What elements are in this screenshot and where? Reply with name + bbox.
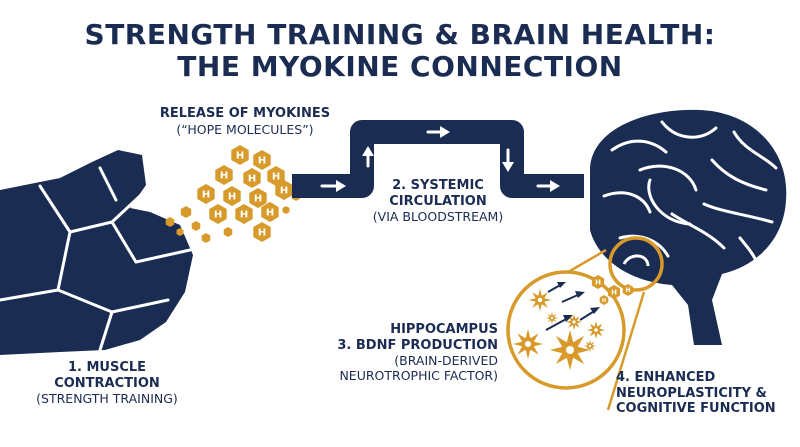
myokine-molecule-icon: H	[622, 284, 634, 296]
svg-text:H: H	[258, 228, 266, 239]
myokine-molecule-icon: H	[235, 204, 253, 224]
neuron-icon	[546, 312, 558, 324]
svg-text:H: H	[236, 151, 244, 162]
outcome-label: 4. ENHANCED NEUROPLASTICITY & COGNITIVE …	[616, 370, 776, 417]
myokine-molecule-icon: H	[253, 222, 271, 242]
flexed-arm-icon	[0, 150, 193, 355]
svg-text:H: H	[248, 174, 256, 185]
arrow-right-icon	[426, 126, 450, 138]
svg-text:H: H	[214, 210, 222, 221]
page-title-line1: STRENGTH TRAINING & BRAIN HEALTH:	[84, 18, 716, 51]
bdnf-label: HIPPOCAMPUS 3. BDNF PRODUCTION (BRAIN-DE…	[337, 322, 498, 384]
svg-text:H: H	[272, 172, 280, 183]
svg-text:H: H	[280, 186, 288, 197]
myokine-molecule-icon: H	[275, 180, 293, 200]
myokine-molecule-icon: H	[253, 150, 271, 170]
arrow-up-icon	[362, 146, 374, 168]
myokine-molecule-icon	[165, 217, 175, 227]
svg-text:H: H	[240, 210, 248, 221]
svg-text:H: H	[202, 190, 210, 201]
arrow-down-icon	[502, 148, 514, 172]
myokine-molecule-icon: H	[591, 275, 605, 289]
neuron-icon	[587, 321, 605, 339]
myokine-molecule-icon	[282, 206, 290, 214]
svg-text:H: H	[625, 287, 630, 294]
brain-icon	[590, 109, 787, 345]
svg-text:H: H	[254, 194, 262, 205]
myokine-molecule-icon: H	[243, 168, 261, 188]
svg-text:H: H	[602, 298, 606, 304]
page-title-line2: THE MYOKINE CONNECTION	[177, 50, 623, 83]
arrow-right-icon	[536, 180, 560, 192]
circulation-label: 2. SYSTEMIC CIRCULATION (VIA BLOODSTREAM…	[372, 178, 504, 225]
svg-text:H: H	[266, 208, 274, 219]
neuron-icon	[529, 289, 551, 311]
myokine-molecule-icon: H	[261, 202, 279, 222]
myokine-molecule-icon: H	[215, 165, 233, 185]
neuron-icon	[513, 329, 543, 359]
neuron-icon	[550, 330, 590, 370]
myokine-molecule-icon	[191, 221, 201, 231]
myokine-molecule-icon: H	[607, 285, 621, 299]
myokine-molecule-icon: H	[599, 295, 609, 305]
myokine-molecule-icon: H	[231, 145, 249, 165]
neuron-icon	[584, 340, 596, 352]
svg-text:H: H	[611, 288, 617, 296]
svg-text:H: H	[595, 278, 601, 286]
muscle-label: 1. MUSCLE CONTRACTION (STRENGTH TRAINING…	[36, 360, 178, 407]
svg-text:H: H	[220, 171, 228, 182]
svg-text:H: H	[258, 156, 266, 167]
myokine-molecule-icon: H	[197, 184, 215, 204]
myokine-molecule-icon: H	[209, 204, 227, 224]
svg-text:H: H	[228, 192, 236, 203]
myokine-molecule-icon: H	[249, 188, 267, 208]
arrow-right-icon	[320, 180, 346, 192]
myokines-label: RELEASE OF MYOKINES (“HOPE MOLECULES”)	[159, 106, 331, 137]
myokine-molecule-icon	[176, 228, 184, 236]
myokine-molecule-icon	[180, 206, 192, 218]
myokine-molecule-icon: H	[223, 186, 241, 206]
myokine-molecule-icon: H	[267, 166, 285, 186]
myokine-molecule-icon	[223, 227, 233, 237]
bdnf-arrows	[545, 282, 600, 331]
myokine-molecule-icon	[201, 233, 211, 243]
